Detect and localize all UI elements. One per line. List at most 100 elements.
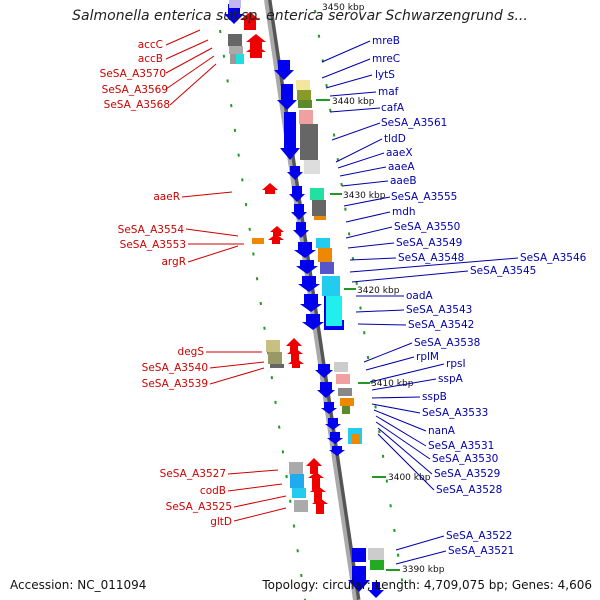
gene-label[interactable]: SeSA_A3568 xyxy=(104,99,170,111)
gene-label[interactable]: lytS xyxy=(375,69,395,81)
gene-label[interactable]: SeSA_A3530 xyxy=(432,453,498,465)
feature-block xyxy=(316,238,330,248)
gene-label[interactable]: SeSA_A3521 xyxy=(448,545,514,557)
feature-block xyxy=(236,54,244,64)
gene-arrow xyxy=(321,402,337,414)
gene-arrow xyxy=(277,84,297,110)
gene-label[interactable]: SeSA_A3546 xyxy=(520,252,587,264)
gene-arrow xyxy=(348,566,370,592)
gene-label[interactable]: SeSA_A3528 xyxy=(436,484,502,496)
feature-block xyxy=(229,0,241,8)
gene-label[interactable]: SeSA_A3525 xyxy=(166,501,232,513)
gene-label[interactable]: sspA xyxy=(438,373,464,385)
tick-marks xyxy=(316,99,400,571)
gene-label[interactable]: SeSA_A3533 xyxy=(422,407,488,419)
gene-arrow xyxy=(368,582,384,598)
feature-block xyxy=(297,90,311,100)
gene-label[interactable]: SeSA_A3569 xyxy=(102,84,168,96)
gene-arrow xyxy=(280,112,300,160)
gene-arrow xyxy=(315,364,333,378)
gene-label[interactable]: SeSA_A3570 xyxy=(100,68,166,80)
feature-block xyxy=(298,100,312,108)
tick-label: 3390 kbp xyxy=(402,565,445,575)
feature-block xyxy=(268,352,282,364)
gene-arrow xyxy=(288,358,304,368)
gene-label[interactable]: rplM xyxy=(416,351,439,363)
tick-label: 3420 kbp xyxy=(357,286,400,296)
gene-label[interactable]: SeSA_A3529 xyxy=(434,468,500,480)
gene-arrow xyxy=(274,60,294,80)
gene-label[interactable]: oadA xyxy=(406,290,434,302)
gene-label[interactable]: maf xyxy=(378,86,399,98)
gene-label[interactable]: tldD xyxy=(384,133,406,145)
gene-arrow xyxy=(325,418,341,430)
feature-block xyxy=(322,276,340,296)
feature-block xyxy=(334,362,348,372)
gene-label[interactable]: SeSA_A3527 xyxy=(160,468,226,480)
gene-label[interactable]: SeSA_A3550 xyxy=(394,221,460,233)
feature-block xyxy=(289,462,303,474)
gene-label[interactable]: degS xyxy=(178,346,205,358)
gene-arrow xyxy=(291,204,307,220)
tick-label: 3430 kbp xyxy=(343,191,386,201)
feature-block xyxy=(266,340,280,352)
gene-label[interactable]: mreB xyxy=(372,35,400,47)
gene-label[interactable]: aaeA xyxy=(388,161,415,173)
gene-label[interactable]: SeSA_A3554 xyxy=(118,224,185,236)
gene-label[interactable]: gltD xyxy=(210,516,232,528)
gene-arrow xyxy=(329,446,345,456)
gene-label[interactable]: accC xyxy=(138,39,163,51)
feature-block xyxy=(290,474,304,488)
gene-label[interactable]: SeSA_A3561 xyxy=(381,117,447,129)
gene-label[interactable]: aaeX xyxy=(386,147,413,159)
feature-block xyxy=(228,34,242,46)
gene-arrow xyxy=(298,276,320,292)
gene-arrow xyxy=(289,186,305,202)
gene-label[interactable]: SeSA_A3549 xyxy=(396,237,462,249)
gene-arrow xyxy=(224,4,244,24)
feature-block xyxy=(318,248,332,262)
feature-block xyxy=(352,548,366,562)
feature-block xyxy=(294,500,308,512)
feature-block xyxy=(310,188,324,200)
gene-label[interactable]: nanA xyxy=(428,425,456,437)
feature-blocks xyxy=(228,0,384,570)
gene-arrow xyxy=(246,34,266,50)
gene-label[interactable]: accB xyxy=(138,53,163,65)
gene-arrow xyxy=(312,498,328,514)
gene-label[interactable]: mreC xyxy=(372,53,400,65)
gene-label[interactable]: SeSA_A3542 xyxy=(408,319,474,331)
gene-label[interactable]: mdh xyxy=(392,206,416,218)
gene-label[interactable]: SeSA_A3553 xyxy=(120,239,186,251)
feature-block xyxy=(300,124,318,160)
gene-label[interactable]: SeSA_A3531 xyxy=(428,440,494,452)
gene-label[interactable]: SeSA_A3538 xyxy=(414,337,480,349)
gene-arrow xyxy=(246,45,266,58)
feature-block xyxy=(312,200,326,216)
gene-label[interactable]: SeSA_A3539 xyxy=(142,378,208,390)
gene-label[interactable]: rpsI xyxy=(446,358,466,370)
gene-arrow xyxy=(268,234,284,244)
gene-label[interactable]: SeSA_A3540 xyxy=(142,362,208,374)
gene-label[interactable]: SeSA_A3543 xyxy=(406,304,472,316)
gene-label[interactable]: aaeR xyxy=(153,191,180,203)
gene-label[interactable]: SeSA_A3555 xyxy=(391,191,457,203)
gene-label[interactable]: argR xyxy=(161,256,186,268)
gene-arrow xyxy=(287,348,303,362)
gene-arrow xyxy=(300,294,322,312)
gene-label[interactable]: cafA xyxy=(381,102,405,114)
gene-arrow xyxy=(317,382,335,398)
gene-label[interactable]: aaeB xyxy=(390,175,417,187)
feature-block xyxy=(230,54,238,64)
gene-arrow xyxy=(327,432,343,444)
gene-label[interactable]: SeSA_A3548 xyxy=(398,252,464,264)
gene-arrow xyxy=(302,314,324,330)
topology-text: Topology: circular; Length: 4,709,075 bp… xyxy=(262,578,592,592)
gene-arrow xyxy=(296,260,318,274)
gene-label[interactable]: sspB xyxy=(422,391,447,403)
feature-block xyxy=(336,374,350,384)
gene-label[interactable]: codB xyxy=(200,485,226,497)
gene-label[interactable]: SeSA_A3522 xyxy=(446,530,512,542)
gene-label[interactable]: SeSA_A3545 xyxy=(470,265,536,277)
